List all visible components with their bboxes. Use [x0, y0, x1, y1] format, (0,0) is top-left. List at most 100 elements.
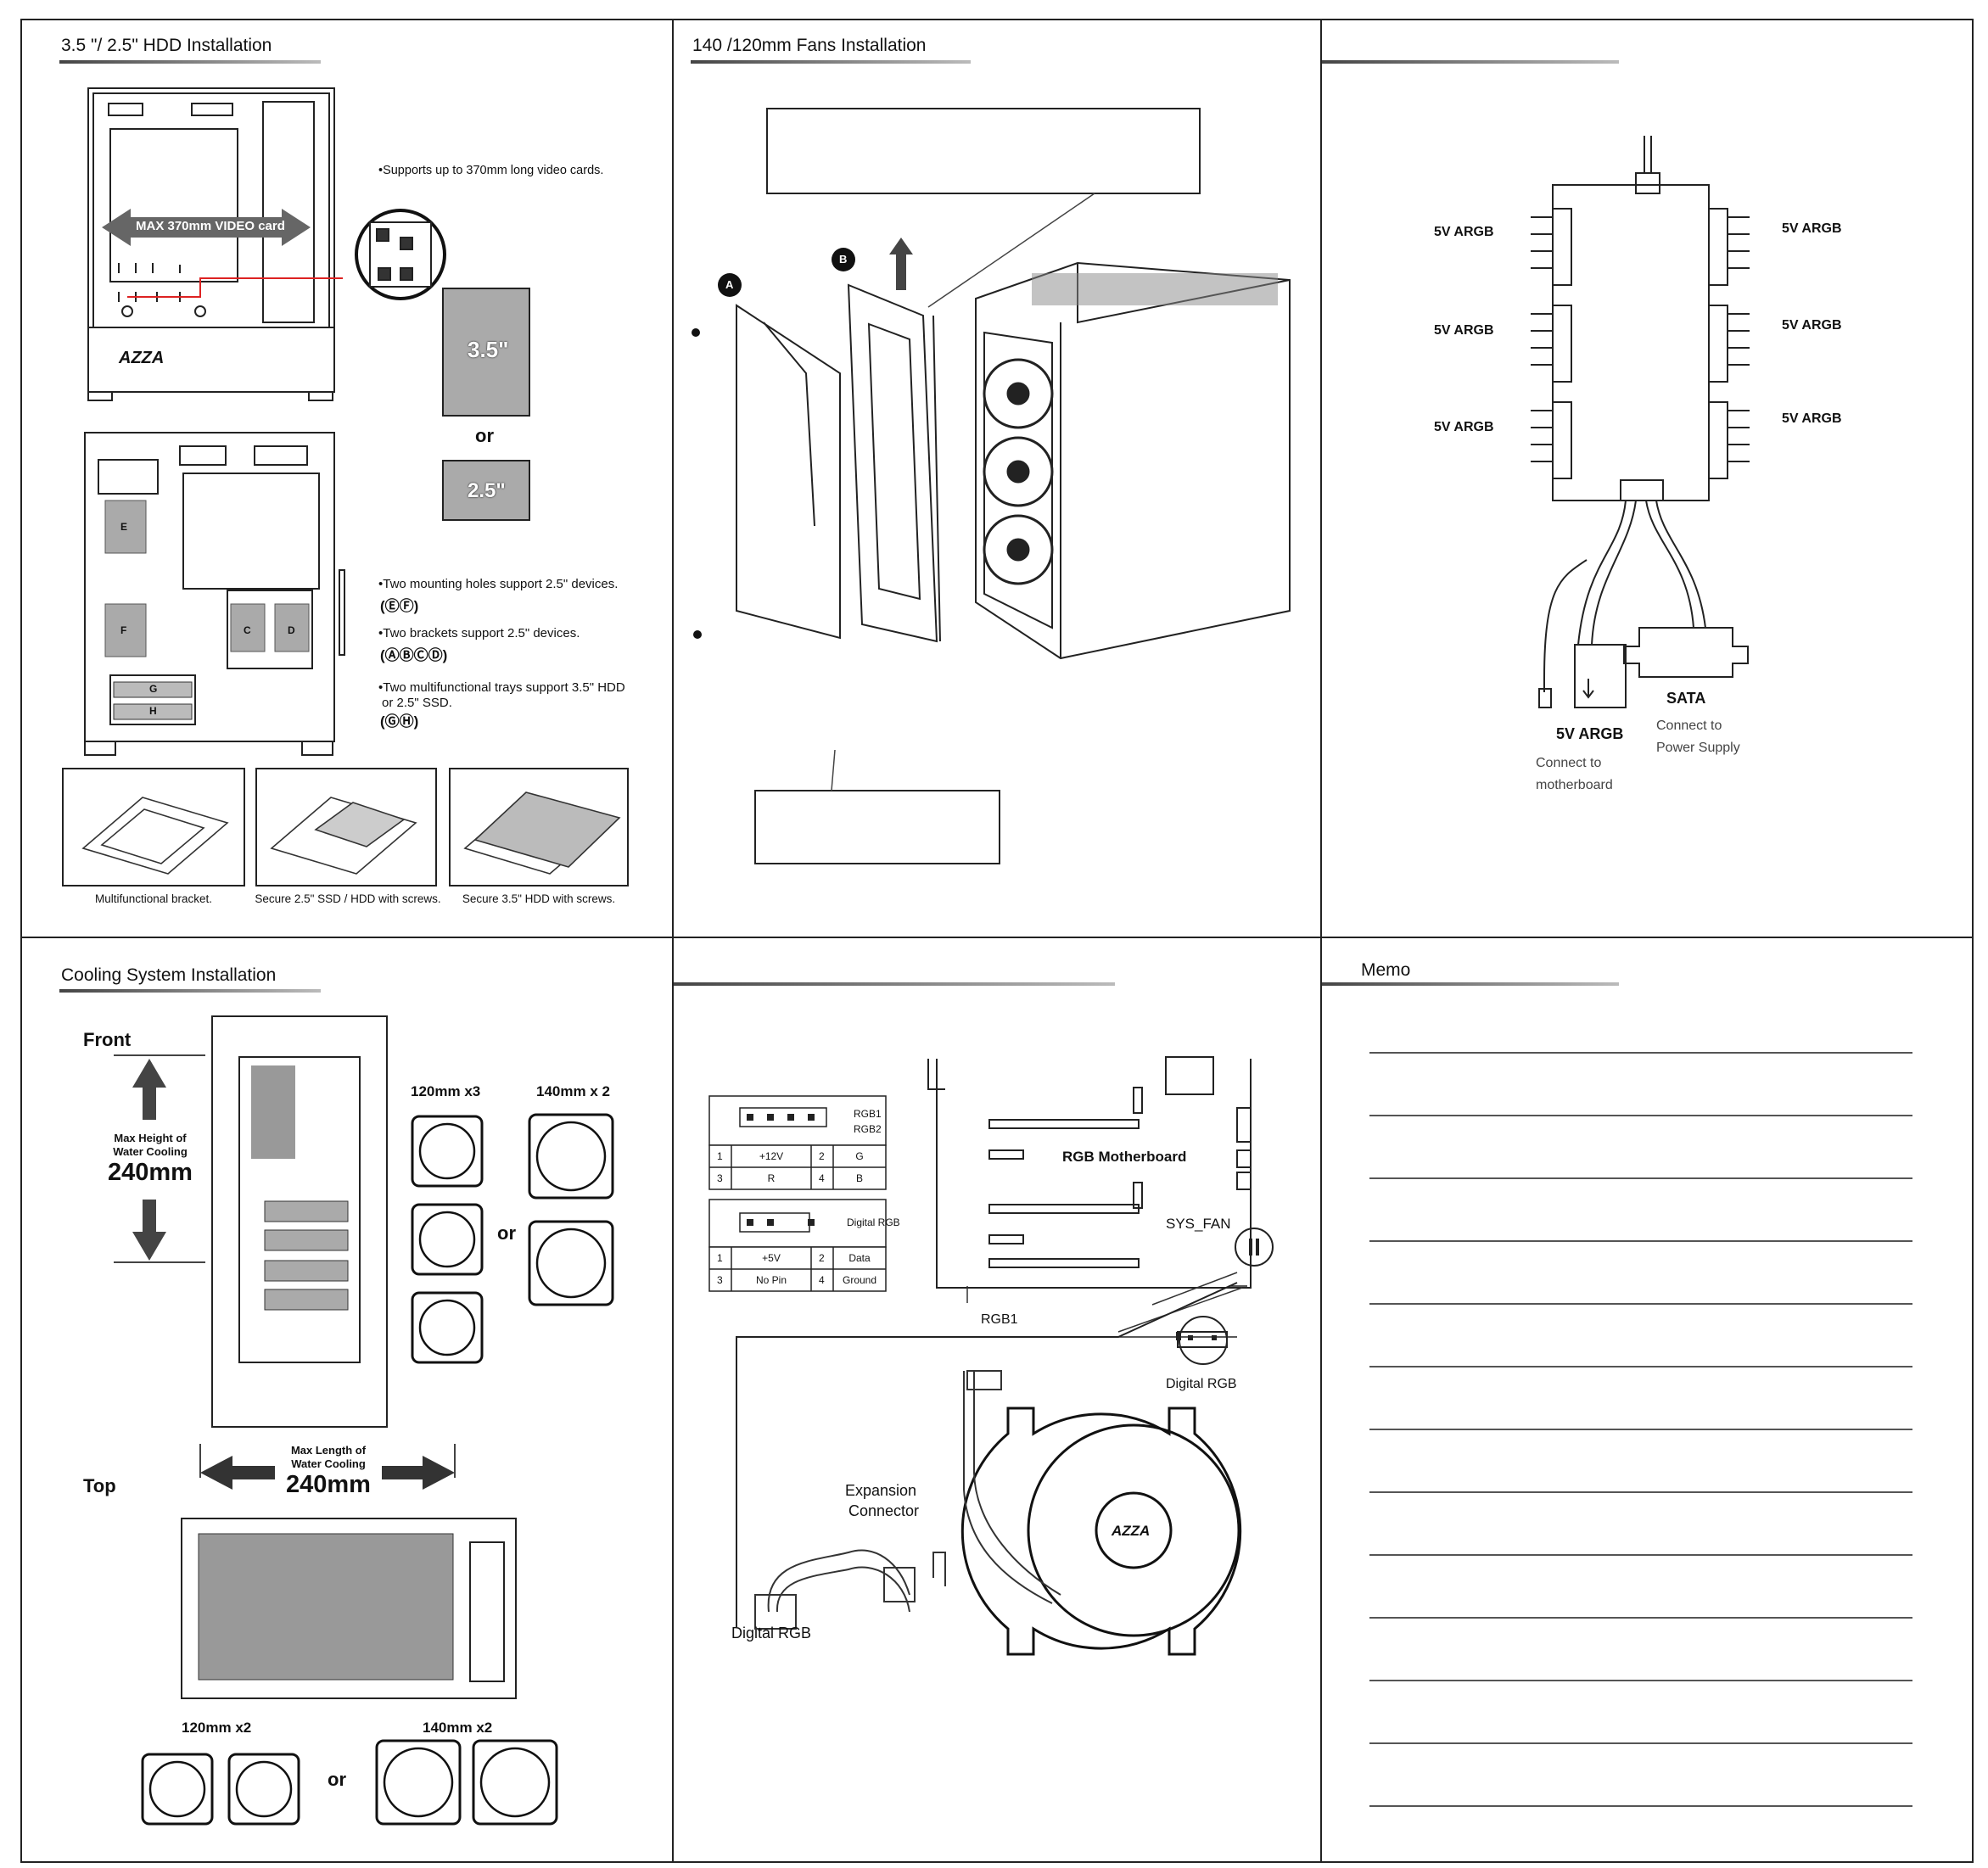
caption-bracket: Multifunctional bracket.	[94, 892, 213, 905]
t2-r1-c4: Data	[848, 1252, 871, 1264]
memo-line	[1369, 1805, 1912, 1807]
sys-fan-label: SYS_FAN	[1166, 1216, 1231, 1232]
argb-port-label-l1: 5V ARGB	[1434, 225, 1494, 239]
fan-140x2b-label: 140mm x2	[423, 1720, 493, 1736]
t1-r2-c2: R	[767, 1172, 776, 1184]
top-label: Top	[83, 1475, 116, 1496]
memo-line	[1369, 1680, 1912, 1681]
panel-a-label: A	[725, 278, 734, 291]
max-length-value: 240mm	[286, 1471, 371, 1498]
memo-line	[1369, 1617, 1912, 1619]
mount-note-1: •Two mounting holes support 2.5" devices…	[378, 577, 619, 591]
digital-rgb-header-label: Digital RGB	[1166, 1377, 1237, 1391]
mount-note-3b: or 2.5" SSD.	[382, 696, 452, 710]
t1-r1-c3: 2	[819, 1150, 825, 1162]
memo-line	[1369, 1303, 1912, 1305]
mount-label-e: E	[120, 521, 128, 533]
fan-120x3-label: 120mm x3	[411, 1083, 481, 1099]
fan-140x2-label: 140mm x 2	[536, 1083, 610, 1099]
rgb1-header-label: RGB1	[981, 1312, 1018, 1327]
t1-r1-c2: +12V	[759, 1150, 784, 1162]
sata-label: SATA	[1666, 690, 1706, 707]
argb-title-underline	[1322, 60, 1619, 64]
mount-label-f: F	[120, 624, 127, 636]
mount-label-d: D	[288, 624, 295, 636]
t2-r2-c3: 4	[819, 1274, 825, 1286]
mount-note-1-refs: (ⒺⒻ)	[380, 598, 419, 614]
mb-note-1: Connect to	[1536, 756, 1602, 770]
memo-line	[1369, 1429, 1912, 1430]
hdd-35-label: 3.5"	[468, 337, 509, 362]
mount-note-2: •Two brackets support 2.5" devices.	[378, 626, 580, 640]
t1-r1-c4: G	[855, 1150, 864, 1162]
rgb2-table-name: RGB2	[854, 1123, 882, 1135]
expansion-connector-label-2: Connector	[848, 1502, 920, 1519]
mount-label-g: G	[149, 683, 158, 695]
t2-r2-c4: Ground	[842, 1274, 877, 1286]
mount-label-h: H	[149, 705, 157, 717]
caption-ssd: Secure 2.5" SSD / HDD with screws.	[255, 892, 441, 905]
t2-r2-c1: 3	[717, 1274, 723, 1286]
t1-r1-c1: 1	[717, 1150, 723, 1162]
argb-port-label-r2: 5V ARGB	[1782, 318, 1842, 333]
max-length-label-2: Water Cooling	[291, 1457, 366, 1470]
cooling-or-1: or	[497, 1222, 516, 1244]
caption-hdd: Secure 3.5" HDD with screws.	[462, 892, 616, 905]
expansion-connector-label-1: Expansion	[845, 1482, 917, 1499]
memo-line	[1369, 1115, 1912, 1116]
argb-port-label-l2: 5V ARGB	[1434, 323, 1494, 338]
memo-title-underline	[1322, 982, 1619, 986]
memo-line	[1369, 1554, 1912, 1556]
column-divider-1	[672, 19, 674, 1863]
panel-b-label: B	[839, 253, 848, 266]
front-label: Front	[83, 1029, 132, 1050]
argb-port-label-r3: 5V ARGB	[1782, 411, 1842, 426]
max-height-label-1: Max Height of	[114, 1132, 187, 1144]
t1-r2-c3: 4	[819, 1172, 825, 1184]
memo-line	[1369, 1366, 1912, 1367]
cooling-title-underline	[59, 989, 321, 993]
fan-120x2-label: 120mm x2	[182, 1720, 252, 1736]
row-divider	[20, 937, 1974, 938]
t1-r2-c4: B	[855, 1172, 863, 1184]
hdd-case-brand: AZZA	[119, 349, 165, 367]
fans-title: 140 /120mm Fans Installation	[692, 36, 927, 55]
memo-line	[1369, 1052, 1912, 1054]
memo-line	[1369, 1491, 1912, 1493]
page-frame	[20, 19, 1974, 1863]
argb-port-label-r1: 5V ARGB	[1782, 221, 1842, 236]
argb-port-label-l3: 5V ARGB	[1434, 420, 1494, 434]
t2-r1-c3: 2	[819, 1252, 825, 1264]
column-divider-2	[1320, 19, 1322, 1863]
argb-out-label: 5V ARGB	[1556, 725, 1624, 742]
sata-note-1: Connect to	[1656, 719, 1722, 733]
video-card-note: •Supports up to 370mm long video cards.	[378, 164, 604, 177]
rgb1-table-name: RGB1	[854, 1108, 882, 1120]
hdd-title-underline	[59, 60, 321, 64]
ssd-25-label: 2.5"	[468, 479, 506, 502]
mb-note-2: motherboard	[1536, 778, 1613, 792]
hdd-or-label: or	[475, 425, 494, 446]
rgb-title-underline	[674, 982, 1115, 986]
max-length-label-1: Max Length of	[290, 1444, 367, 1457]
memo-line	[1369, 1177, 1912, 1179]
digital-rgb-cable-label: Digital RGB	[731, 1625, 812, 1641]
mount-note-3-refs: (ⒼⒽ)	[380, 713, 419, 730]
fans-title-underline	[691, 60, 971, 64]
max-height-value: 240mm	[108, 1159, 193, 1186]
mount-note-3: •Two multifunctional trays support 3.5" …	[378, 680, 625, 695]
t2-r2-c2: No Pin	[755, 1274, 787, 1286]
digital-rgb-table-name: Digital RGB	[847, 1216, 900, 1228]
memo-title: Memo	[1361, 960, 1411, 980]
memo-line	[1369, 1240, 1912, 1242]
t2-r1-c2: +5V	[762, 1252, 781, 1264]
mount-note-2-refs: (ⒶⒷⒸⒹ)	[380, 647, 448, 663]
hdd-title: 3.5 "/ 2.5" HDD Installation	[61, 36, 272, 55]
video-card-bar-label: MAX 370mm VIDEO card	[136, 219, 285, 233]
fan-brand: AZZA	[1112, 1523, 1151, 1539]
sata-note-2: Power Supply	[1656, 741, 1740, 755]
max-height-label-2: Water Cooling	[113, 1145, 188, 1158]
cooling-title: Cooling System Installation	[61, 965, 277, 985]
t1-r2-c1: 3	[717, 1172, 723, 1184]
cooling-or-2: or	[328, 1769, 346, 1790]
